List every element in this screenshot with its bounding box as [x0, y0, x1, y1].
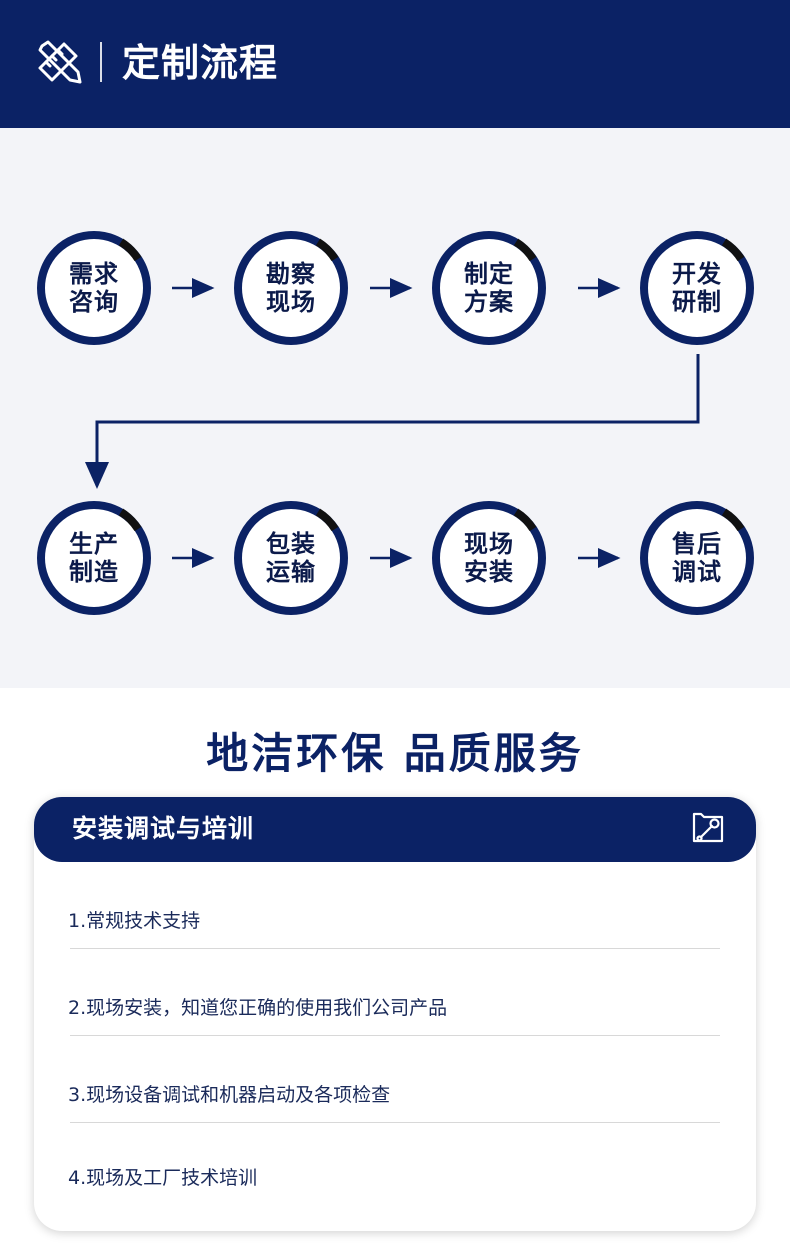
list-item: 1.常规技术支持: [68, 910, 201, 932]
connector-row-break: [85, 354, 700, 489]
step-8: 售后调试: [638, 499, 756, 617]
card-header: 安装调试与培训: [34, 797, 756, 862]
card-title: 安装调试与培训: [72, 814, 255, 843]
step-ring: [432, 231, 546, 345]
list-divider: [70, 948, 720, 949]
step-label: 现场安装: [464, 530, 514, 586]
step-1: 需求咨询: [35, 229, 153, 347]
wrench-icon: [692, 812, 724, 843]
service-slogan: 地洁环保 品质服务: [206, 729, 584, 778]
step-label: 勘察现场: [266, 260, 316, 316]
step-ring: [234, 231, 348, 345]
step-label: 开发研制: [672, 260, 722, 316]
process-connectors: [85, 278, 700, 568]
step-ring: [640, 231, 754, 345]
step-ring: [37, 501, 151, 615]
header-divider: [100, 42, 102, 82]
list-item: 4.现场及工厂技术培训: [68, 1167, 258, 1189]
header-bar: 定制流程: [0, 0, 790, 128]
step-label: 需求咨询: [69, 260, 119, 316]
step-ring: [432, 501, 546, 615]
installation-training-card: 安装调试与培训 1.常规技术支持 2.现场安装，知道您正确的使用我们公司产品 3…: [34, 797, 756, 1231]
list-divider: [70, 1035, 720, 1036]
step-label: 生产制造: [69, 530, 119, 586]
step-4: 开发研制: [638, 229, 756, 347]
step-label: 制定方案: [464, 260, 514, 316]
step-ring: [234, 501, 348, 615]
list-item: 3.现场设备调试和机器启动及各项检查: [68, 1084, 391, 1106]
page-title: 定制流程: [122, 41, 279, 85]
step-label: 售后调试: [672, 530, 722, 586]
step-3: 制定方案: [430, 229, 548, 347]
step-6: 包装运输: [232, 499, 350, 617]
step-7: 现场安装: [430, 499, 548, 617]
step-ring: [37, 231, 151, 345]
step-2: 勘察现场: [232, 229, 350, 347]
step-5: 生产制造: [35, 499, 153, 617]
list-item: 2.现场安装，知道您正确的使用我们公司产品: [68, 997, 448, 1019]
step-label: 包装运输: [266, 530, 316, 586]
ruler-pencil-icon: [38, 40, 82, 84]
list-divider: [70, 1122, 720, 1123]
step-ring: [640, 501, 754, 615]
